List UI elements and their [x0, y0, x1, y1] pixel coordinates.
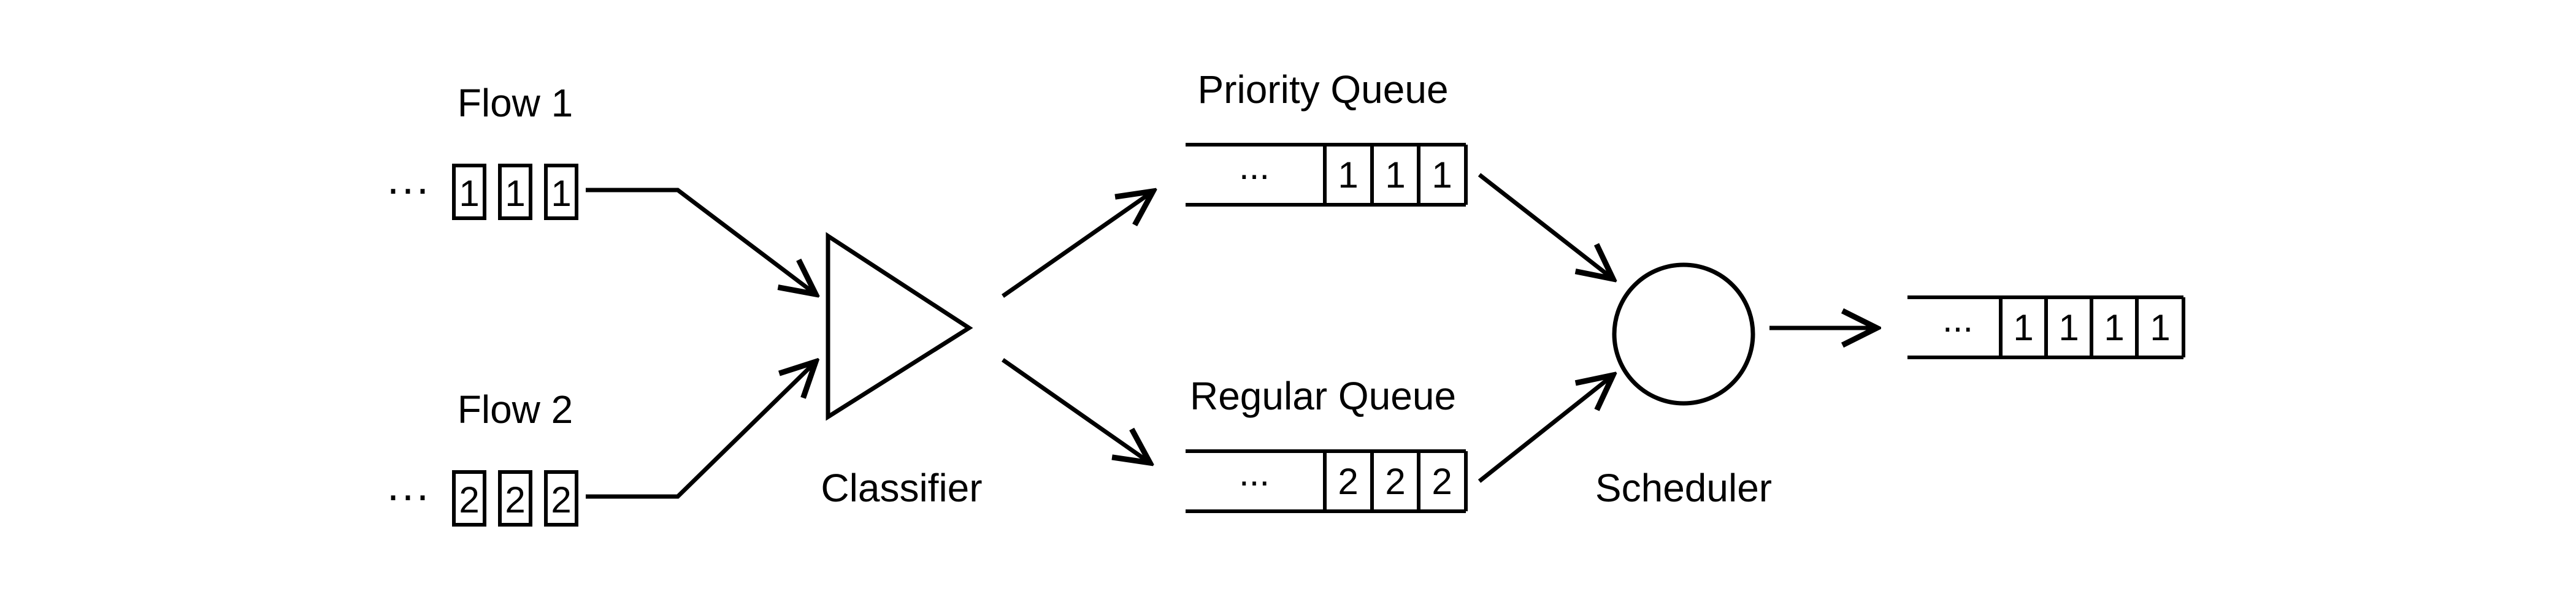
- priority-queue-ellipsis: ...: [1239, 146, 1270, 187]
- flow-2-arrow: [586, 362, 816, 499]
- flow-2-label: Flow 2: [458, 387, 573, 432]
- classifier-label: Classifier: [821, 466, 982, 510]
- flow-2-packets: 2 2 2: [452, 470, 578, 527]
- regular-queue: Regular Queue ... 2 2 2: [1186, 374, 1613, 513]
- packet-box: [544, 470, 578, 527]
- packet-box: [452, 470, 486, 527]
- scheduler: Scheduler: [1595, 262, 1877, 510]
- flow-1-packets: 1 1 1: [452, 164, 578, 220]
- packet-box: [452, 164, 486, 220]
- packet-label: 1: [505, 173, 525, 214]
- packet-label: 1: [1338, 154, 1358, 196]
- packet-box: [498, 164, 532, 220]
- packet-label: 1: [1432, 154, 1452, 196]
- packet-label: 1: [2150, 307, 2170, 348]
- classifier-triangle-icon: [826, 232, 973, 421]
- flow-2-ellipsis: ···: [386, 471, 430, 520]
- flow-2: Flow 2 ··· 2 2 2: [386, 362, 816, 527]
- packet-label: 1: [2058, 307, 2079, 348]
- flow-1-label: Flow 1: [458, 81, 573, 125]
- regular-to-scheduler-arrow: [1478, 375, 1613, 483]
- classifier-to-priority-arrow: [1001, 191, 1153, 298]
- packet-label: 2: [1432, 461, 1452, 502]
- packet-label: 2: [505, 479, 525, 520]
- packet-label: 2: [459, 479, 479, 520]
- packet-label: 1: [2104, 307, 2124, 348]
- scheduler-circle-icon: [1612, 262, 1755, 406]
- priority-to-scheduler-arrow: [1478, 173, 1613, 279]
- packet-label: 2: [551, 479, 571, 520]
- packet-box: [498, 470, 532, 527]
- packet-label: 1: [1385, 154, 1405, 196]
- packet-label: 1: [2013, 307, 2033, 348]
- packet-label: 2: [1338, 461, 1358, 502]
- packet-label: 1: [551, 173, 571, 214]
- classifier: Classifier: [821, 191, 1153, 510]
- output-queue: ... 1 1 1 1: [1907, 295, 2185, 359]
- output-queue-ellipsis: ...: [1942, 299, 1973, 340]
- flow-1-arrow: [586, 188, 816, 294]
- flow-1: Flow 1 ··· 1 1 1: [386, 81, 816, 294]
- priority-queue-label: Priority Queue: [1197, 67, 1448, 112]
- classifier-to-regular-arrow: [1001, 358, 1150, 463]
- packet-label: 1: [459, 173, 479, 214]
- regular-queue-label: Regular Queue: [1190, 374, 1456, 418]
- scheduler-label: Scheduler: [1595, 466, 1772, 510]
- priority-queue: Priority Queue ... 1 1 1: [1186, 67, 1613, 279]
- flow-1-ellipsis: ···: [386, 164, 430, 213]
- packet-label: 2: [1385, 461, 1405, 502]
- regular-queue-ellipsis: ...: [1239, 452, 1270, 493]
- packet-box: [544, 164, 578, 220]
